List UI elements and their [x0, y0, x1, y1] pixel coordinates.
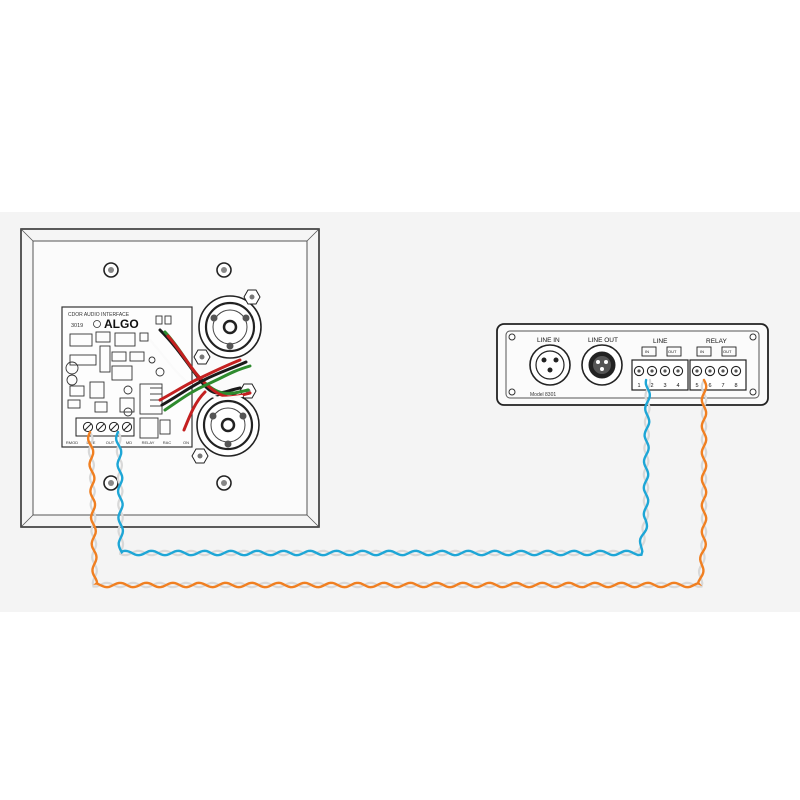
- terminal-screw-icon: [121, 421, 133, 433]
- relay-in-sub-label: IN: [700, 349, 704, 354]
- board-terminal-label: OUT: [106, 440, 115, 445]
- box-terminal-screw-icon: [717, 365, 729, 377]
- connector-nut-icon: [191, 448, 209, 464]
- box-terminal-number: 8: [734, 383, 737, 389]
- plate-screw-icon: [216, 475, 232, 491]
- line-in-sub-label: IN: [645, 349, 649, 354]
- box-terminal-number: 2: [650, 383, 653, 389]
- box-terminal-screw-icon: [633, 365, 645, 377]
- plate-screw-icon: [103, 262, 119, 278]
- circuit-board: CDOR AUDIO INTERFACE 3019 ALGO: [61, 306, 193, 448]
- relay-pair-cable: [86, 378, 708, 589]
- terminal-screw-icon: [95, 421, 107, 433]
- box-model-label: Model 8301: [530, 392, 556, 398]
- board-terminal-label: MD: [126, 440, 132, 445]
- interface-box: LINE IN LINE OUT Model 8301 LINE RELAY: [496, 323, 769, 406]
- board-terminal-block: [75, 417, 135, 437]
- connector-nut-icon: [243, 289, 261, 305]
- box-faceplate: [505, 330, 760, 399]
- relay-out-sub-label: OUT: [723, 349, 732, 354]
- line-in-label: LINE IN: [537, 337, 560, 344]
- board-model-number: 3019: [71, 323, 83, 329]
- box-screw-icon: [508, 388, 516, 396]
- box-terminal-number: 5: [695, 383, 698, 389]
- board-terminal-label: RELAY: [142, 440, 155, 445]
- box-screw-icon: [508, 333, 516, 341]
- box-screw-icon: [749, 388, 757, 396]
- box-terminal-number: 6: [708, 383, 711, 389]
- box-terminal-number: 7: [721, 383, 724, 389]
- board-terminal-label: RAC: [163, 440, 172, 445]
- box-terminal-screw-icon: [730, 365, 742, 377]
- plate-screw-icon: [216, 262, 232, 278]
- board-brand: ALGO: [104, 317, 139, 331]
- cables: [86, 378, 708, 589]
- internal-wires: [148, 328, 252, 432]
- box-terminal-screw-icon: [704, 365, 716, 377]
- box-terminals: 1 2 3 4 5 6 7 8: [633, 365, 742, 389]
- box-terminal-number: 3: [663, 383, 666, 389]
- plate-screw-icon: [103, 475, 119, 491]
- board-model-title: CDOR AUDIO INTERFACE: [68, 312, 130, 318]
- group-brackets: [641, 346, 737, 357]
- box-terminal-screw-icon: [659, 365, 671, 377]
- xlr-connector-upper: [193, 289, 262, 365]
- line-group-label: LINE: [653, 338, 668, 345]
- certification-mark-icon: [93, 320, 101, 328]
- relay-group-label: RELAY: [706, 338, 727, 345]
- box-terminal-screw-icon: [672, 365, 684, 377]
- terminal-screw-icon: [108, 421, 120, 433]
- connector-nut-icon: [193, 349, 211, 365]
- box-screw-icon: [749, 333, 757, 341]
- board-terminal-label: RMOD: [66, 440, 78, 445]
- box-terminal-screw-icon: [646, 365, 658, 377]
- line-out-xlr-jack-icon: [581, 344, 623, 386]
- line-out-sub-label: OUT: [668, 349, 677, 354]
- box-terminal-number: 4: [676, 383, 679, 389]
- terminal-screw-icon: [82, 421, 94, 433]
- line-out-label: LINE OUT: [588, 337, 618, 344]
- board-components: [65, 315, 172, 439]
- line-pair-cable: [114, 378, 652, 557]
- board-terminal-label: ON: [183, 440, 189, 445]
- line-in-xlr-jack-icon: [529, 344, 571, 386]
- wall-plate: CDOR AUDIO INTERFACE 3019 ALGO: [20, 228, 320, 528]
- box-terminal-screw-icon: [691, 365, 703, 377]
- box-terminal-number: 1: [637, 383, 640, 389]
